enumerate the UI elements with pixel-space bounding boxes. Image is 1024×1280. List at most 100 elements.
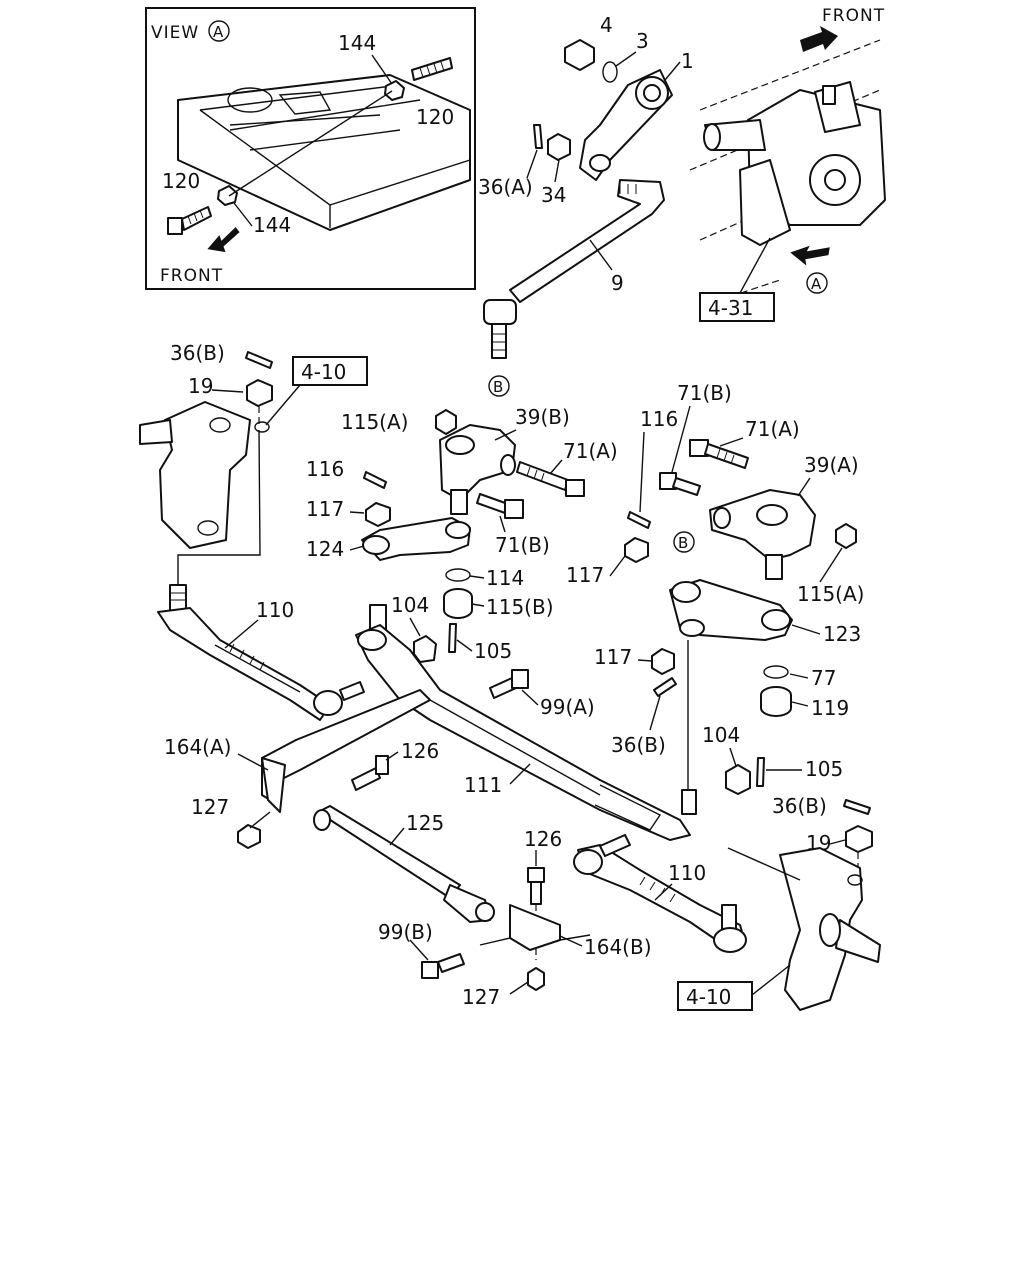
inset-nut-144-bottom [217,185,238,206]
nut-part-127-l [237,824,261,849]
label-36b-tl: 36(B) [170,341,225,365]
tie-rod-part-110-right [573,834,747,953]
frame-rail-drawing [177,74,471,231]
cotter-pin-part-116-l [363,471,387,489]
label-3: 3 [636,29,649,53]
cotter-pin-part-36b-rr [843,799,871,815]
inset-label-120-top: 120 [416,105,454,129]
marker-b-mid-circle [673,531,695,553]
view-a-marker: A [811,275,822,293]
inset-view-marker: A [213,23,224,41]
label-117-l: 117 [306,497,344,521]
label-77: 77 [811,666,836,690]
leader [609,555,626,577]
inset-nut-144-top [384,80,405,101]
bolt-part-71a-r [689,439,749,469]
cotter-pin-part-116-r [627,511,651,529]
label-110-r: 110 [668,861,706,885]
label-71b-r: 71(B) [677,381,732,405]
cotter-pin-part-36b-r [653,677,677,697]
leader [671,405,691,473]
label-71a-l: 71(A) [563,439,618,463]
pitman-arm-part [579,69,673,181]
leader [791,701,809,707]
washer-part-3 [602,61,618,83]
leader [265,384,301,426]
castle-nut-part-117-l [365,502,391,527]
label-117-r1: 117 [566,563,604,587]
label-126-l: 126 [401,739,439,763]
top-front-arrow-icon [800,26,838,52]
leader [349,511,365,514]
leader [797,477,811,497]
label-36b-rr: 36(B) [772,794,827,818]
bolt-part-99a [489,669,529,699]
leader [727,847,801,881]
label-34: 34 [541,183,566,207]
nut-part-115a-r [835,523,857,549]
label-115b: 115(B) [486,595,554,619]
ref-label-4-31: 4-31 [708,296,753,320]
leader [471,603,485,607]
label-125: 125 [406,811,444,835]
leader [751,964,791,996]
steering-gear-box [689,39,886,301]
inset-view-label: VIEW [151,23,199,43]
tie-rod-part-110-left [157,584,365,721]
idler-arm-part-124 [361,517,471,561]
leader [637,659,653,662]
nut-part-119 [760,686,792,717]
inset-label-144-top: 144 [338,31,376,55]
leader [385,751,399,761]
left-knuckle-part [139,401,270,549]
label-9: 9 [611,271,624,295]
label-104-r: 104 [702,723,740,747]
leader [469,575,485,579]
ball-stud-part-right [681,789,697,815]
top-front-label: FRONT [822,6,885,26]
label-36a: 36(A) [478,175,533,199]
bolt-part-99b [421,953,465,979]
washer-part-114 [445,568,471,582]
label-111: 111 [464,773,502,797]
inset-label-144-bottom: 144 [253,213,291,237]
leader [233,202,253,227]
leader [499,515,506,533]
castle-nut-part-104-r [725,764,751,795]
castle-nut-part-104-l [413,635,437,663]
steering-damper-part-125 [313,805,495,923]
castle-nut-part-117-r2 [651,648,675,675]
leader [639,431,645,513]
marker-b-mid: B [678,534,688,552]
leader [409,617,421,637]
leader [409,939,429,961]
label-105-r: 105 [805,757,843,781]
idler-bracket-part-39b [439,424,516,515]
leader [177,429,261,585]
label-39a: 39(A) [804,453,859,477]
idler-bracket-part-39a [709,489,816,580]
leader [389,827,405,846]
bracket-part-164b [479,904,591,951]
label-126-b: 126 [524,827,562,851]
leader [729,747,737,767]
inset-bolt-120-bottom [167,206,212,235]
view-a-marker-circle [806,272,828,294]
leader [526,149,538,179]
inset-front-label: FRONT [160,266,223,286]
leader [819,547,843,583]
label-71a-r: 71(A) [745,417,800,441]
leader [224,619,259,649]
leader [509,981,529,995]
marker-b-top-circle [488,375,510,397]
label-116-l: 116 [306,457,344,481]
nut-part-115b [443,588,473,619]
castle-nut-part-117-r1 [624,537,649,563]
leader [739,237,771,294]
label-117-r2: 117 [594,645,632,669]
leader [829,839,846,845]
drag-link-part-9 [483,179,665,359]
inset-view-marker-circle [208,20,230,42]
view-a-arrow-icon [790,245,830,266]
